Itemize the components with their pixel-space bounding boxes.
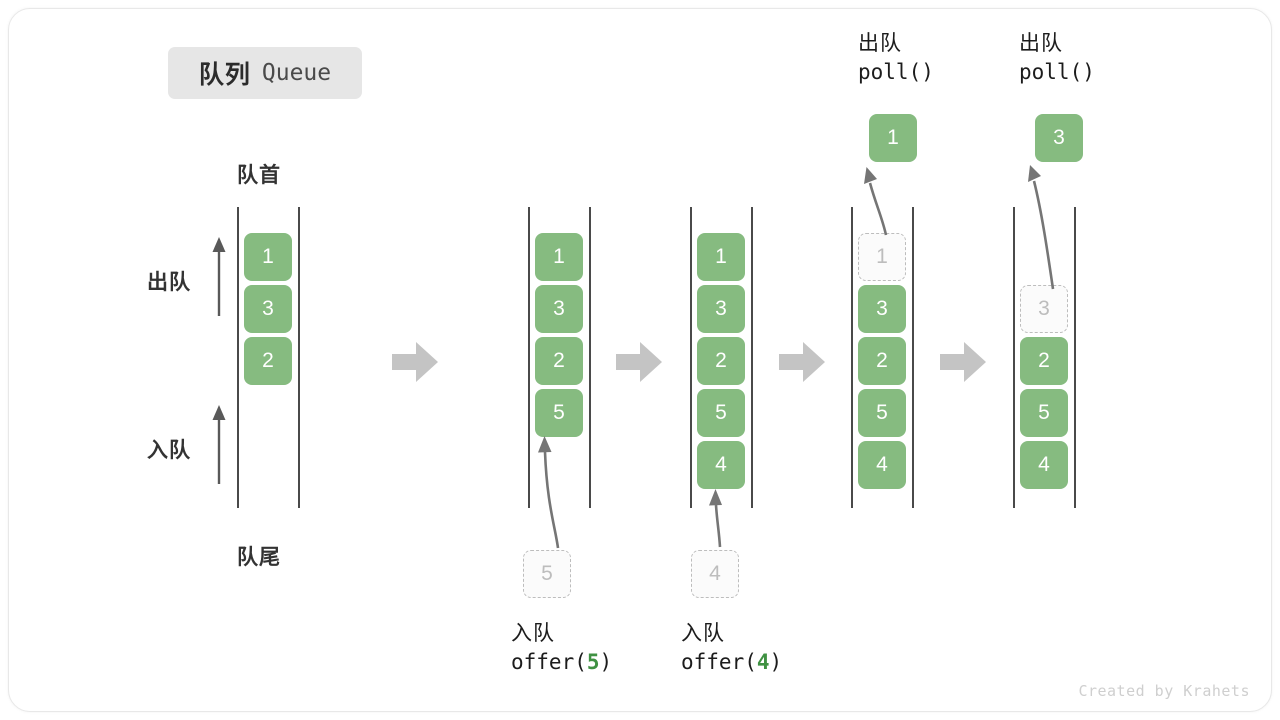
dequeue-direction-label: 出队 xyxy=(147,271,191,294)
queue-column-poll-1: 1 3 2 5 4 xyxy=(851,207,915,509)
operation-code: poll() xyxy=(858,60,934,85)
step-arrow-icon xyxy=(392,342,438,382)
enqueue-operation-label-5: 入队 offer(5) xyxy=(511,620,612,677)
step-arrow-icon xyxy=(616,342,662,382)
dequeue-direction-arrow xyxy=(212,237,226,316)
tail-label: 队尾 xyxy=(237,546,281,569)
queue-cell: 4 xyxy=(858,441,906,489)
queue-cell: 4 xyxy=(1020,441,1068,489)
queue-cell: 5 xyxy=(697,389,745,437)
enqueue-direction-arrow xyxy=(212,405,226,484)
incoming-ghost-cell: 4 xyxy=(691,550,739,598)
popped-cell: 3 xyxy=(1035,114,1083,162)
queue-cell-ghost: 3 xyxy=(1020,285,1068,333)
queue-rail-left xyxy=(690,207,692,508)
queue-cell: 5 xyxy=(858,389,906,437)
queue-cell: 5 xyxy=(1020,389,1068,437)
enqueue-direction-label: 入队 xyxy=(147,439,191,462)
queue-cell: 3 xyxy=(535,285,583,333)
dequeue-pointer-arrow xyxy=(864,167,888,236)
queue-rail-left xyxy=(1013,207,1015,508)
title-english: Queue xyxy=(261,60,332,86)
queue-rail-left xyxy=(237,207,239,508)
operation-code: poll() xyxy=(1019,60,1095,85)
enqueue-operation-label-4: 入队 offer(4) xyxy=(681,620,782,677)
queue-cell: 2 xyxy=(244,337,292,385)
incoming-ghost-cell: 5 xyxy=(523,550,571,598)
queue-rail-right xyxy=(298,207,300,508)
queue-cell: 2 xyxy=(535,337,583,385)
queue-cell: 2 xyxy=(697,337,745,385)
enqueue-pointer-arrow xyxy=(709,489,722,548)
queue-rail-left xyxy=(851,207,853,508)
queue-cell: 1 xyxy=(535,233,583,281)
dequeue-pointer-arrow xyxy=(1028,165,1055,290)
queue-rail-left xyxy=(528,207,530,508)
queue-column-poll-3: 3 2 5 4 xyxy=(1013,207,1077,509)
operation-name: 出队 xyxy=(1019,32,1063,55)
operation-name: 入队 xyxy=(511,622,555,645)
operation-name: 入队 xyxy=(681,622,725,645)
queue-cell-ghost: 1 xyxy=(858,233,906,281)
operation-name: 出队 xyxy=(858,32,902,55)
queue-rail-right xyxy=(912,207,914,508)
queue-rail-right xyxy=(751,207,753,508)
title-badge: 队列 Queue xyxy=(168,47,362,99)
queue-cell: 2 xyxy=(858,337,906,385)
queue-rail-right xyxy=(589,207,591,508)
queue-column-offer-4: 1 3 2 5 4 xyxy=(690,207,754,509)
queue-cell: 1 xyxy=(244,233,292,281)
queue-cell: 4 xyxy=(697,441,745,489)
enqueue-pointer-arrow xyxy=(538,436,560,549)
dequeue-operation-label-3: 出队 poll() xyxy=(1019,30,1095,87)
queue-cell: 2 xyxy=(1020,337,1068,385)
popped-cell: 1 xyxy=(869,114,917,162)
queue-rail-right xyxy=(1074,207,1076,508)
queue-cell: 5 xyxy=(535,389,583,437)
title-chinese: 队列 xyxy=(198,61,251,89)
dequeue-operation-label-1: 出队 poll() xyxy=(858,30,934,87)
operation-code: offer(5) xyxy=(511,650,613,675)
queue-cell: 1 xyxy=(697,233,745,281)
queue-column-initial: 1 3 2 xyxy=(237,207,301,509)
queue-cell: 3 xyxy=(244,285,292,333)
operation-code: offer(4) xyxy=(681,650,783,675)
step-arrow-icon xyxy=(779,342,825,382)
queue-column-offer-5: 1 3 2 5 xyxy=(528,207,592,509)
queue-cell: 3 xyxy=(858,285,906,333)
head-label: 队首 xyxy=(237,164,281,187)
step-arrow-icon xyxy=(940,342,986,382)
credit-text: Created by Krahets xyxy=(1078,682,1250,700)
queue-cell: 3 xyxy=(697,285,745,333)
